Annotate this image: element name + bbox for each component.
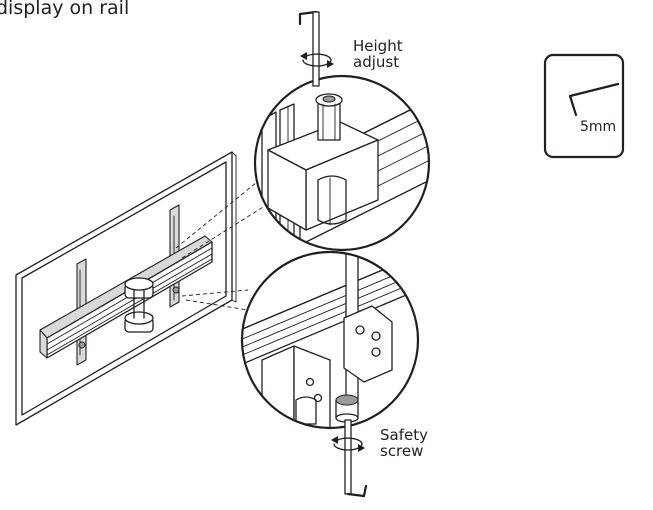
height-adjust-label-1: Height xyxy=(353,37,403,55)
safety-screw-detail xyxy=(240,250,420,430)
rotate-arrow-top-icon xyxy=(300,52,334,68)
safety-screw-label-1: Safety xyxy=(380,426,428,444)
tool-size-label: 5mm xyxy=(580,119,616,135)
leader-line-top-2 xyxy=(181,203,269,259)
diagram-title: display on rail xyxy=(0,0,129,19)
tool-requirement-box: 5mm xyxy=(543,53,625,159)
mounting-rail xyxy=(39,204,213,366)
allen-key-icon xyxy=(568,82,620,117)
leader-line-top xyxy=(175,177,263,249)
safety-screw-label-2: screw xyxy=(380,442,423,460)
leader-line-bottom-2 xyxy=(185,299,249,311)
height-adjust-detail xyxy=(253,74,431,252)
allen-key-bottom xyxy=(344,419,368,498)
allen-key-top xyxy=(298,10,320,87)
height-adjust-label-2: adjust xyxy=(353,53,399,71)
rotate-arrow-bottom-icon xyxy=(331,436,365,452)
